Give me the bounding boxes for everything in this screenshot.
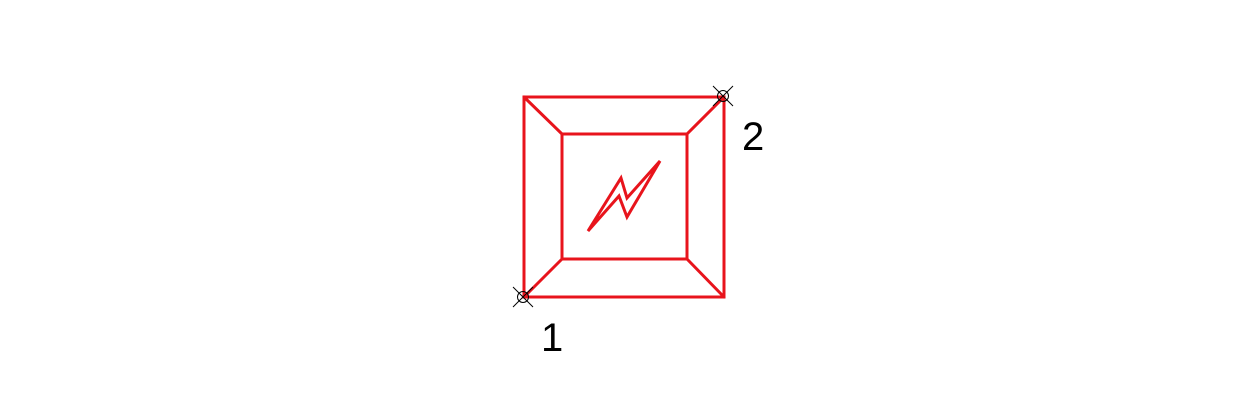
- marker-cross-b: [712, 85, 734, 107]
- marker-circle: [517, 291, 529, 303]
- point-label-2: 2: [742, 115, 765, 159]
- corner-line-top-right: [685, 95, 726, 136]
- corner-line-bottom-left: [522, 257, 564, 299]
- marker-circle: [717, 90, 729, 102]
- inner-frame: [560, 132, 689, 261]
- point-marker-1: [512, 286, 534, 308]
- marker-cross-b: [512, 286, 534, 308]
- corner-line-top-left: [522, 95, 564, 136]
- lightning-bolt-icon: [586, 160, 662, 232]
- point-marker-2: [712, 85, 734, 107]
- corner-line-bottom-right: [685, 257, 726, 299]
- electrical-box-symbol: [522, 95, 726, 299]
- point-label-1: 1: [541, 316, 564, 360]
